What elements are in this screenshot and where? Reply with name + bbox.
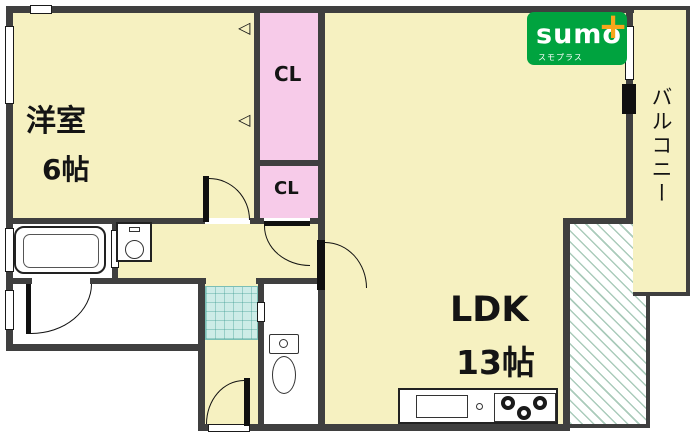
bathtub-icon (14, 226, 106, 274)
wall-segment (626, 6, 633, 224)
wall-segment (198, 284, 205, 431)
wall-segment (254, 6, 260, 224)
toilet-button (279, 339, 288, 348)
window-opening (5, 26, 14, 104)
wall-segment (563, 218, 570, 431)
western-room-size-label: 6帖 (42, 153, 90, 186)
burner-icon (501, 396, 515, 410)
window-opening (5, 290, 14, 330)
wall-segment (6, 278, 32, 284)
kitchen-counter (398, 388, 558, 424)
burner-icon (533, 396, 547, 410)
sumo-logo-caption: スモプラス (538, 53, 583, 62)
balcony-floor (633, 10, 686, 292)
wall-segment (6, 6, 13, 351)
balcony-rail (570, 424, 650, 428)
closet-lower-floor (260, 166, 318, 218)
balcony-rail (686, 6, 690, 296)
wall-segment (258, 284, 264, 428)
wall-segment (318, 6, 325, 242)
faucet-icon (476, 403, 483, 410)
closet-upper-floor (260, 13, 318, 160)
entrance-opening (208, 424, 250, 432)
window-opening (5, 228, 14, 272)
door-leaf (264, 221, 310, 226)
bathtub-inner (23, 234, 99, 268)
ldk-label: LDK (450, 290, 529, 330)
wall-segment (256, 278, 322, 284)
balcony-sliding-door-icon (622, 84, 636, 114)
faucet-icon (129, 227, 140, 232)
wall-segment (6, 344, 204, 351)
door-leaf (26, 284, 31, 334)
door-leaf (317, 240, 325, 290)
closet-upper-label: CL (274, 62, 302, 86)
kitchen-sink-icon (416, 395, 468, 418)
stove-icon (494, 393, 556, 422)
toilet-room-floor (264, 284, 318, 424)
sumo-logo: sumo + スモプラス (527, 6, 628, 65)
wall-segment (310, 218, 325, 224)
wall-segment (318, 288, 325, 431)
wall-segment (198, 424, 570, 431)
toilet-bowl (272, 356, 296, 394)
balcony-rail (646, 292, 650, 428)
washbasin-icon (116, 222, 152, 262)
ldk-size-label: 13帖 (456, 343, 535, 382)
door-leaf (244, 378, 250, 426)
washbasin-bowl (125, 240, 144, 259)
closet-lower-label: CL (274, 178, 299, 199)
balcony-label: バルコニー (649, 86, 673, 206)
western-room-label: 洋室 (26, 104, 86, 139)
balcony-rail (633, 292, 690, 296)
toilet-icon (266, 334, 302, 396)
folding-door-icon: ◁ (238, 18, 251, 37)
sumo-logo-text: sumo (536, 19, 622, 50)
folding-door-icon: ◁ (238, 110, 251, 129)
door-leaf (203, 176, 209, 222)
window-opening (30, 5, 52, 14)
washing-machine-tile (205, 286, 258, 340)
burner-icon (517, 406, 531, 420)
wall-segment (90, 278, 206, 284)
wall-segment (563, 218, 633, 224)
balcony-rail (633, 6, 690, 10)
wall-segment (6, 218, 205, 224)
plus-icon: + (598, 6, 629, 47)
door-opening (257, 302, 265, 322)
wall-segment (254, 160, 324, 166)
